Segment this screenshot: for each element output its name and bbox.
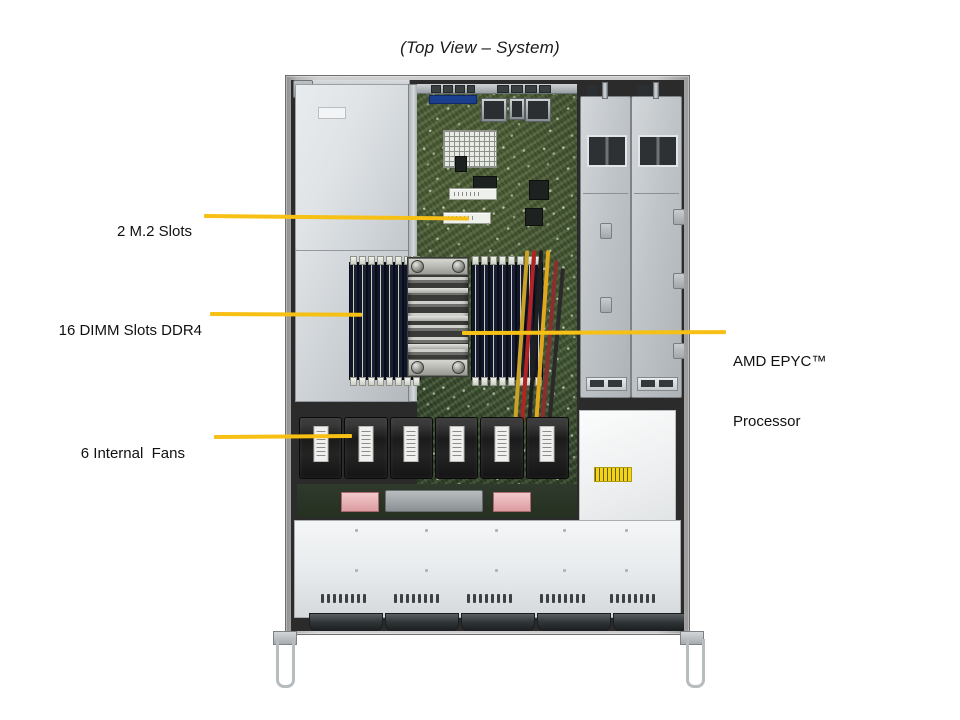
controller-chip-2 [525,208,543,226]
pcie-riser-shroud [295,84,410,251]
drive-bay-3 [461,613,535,631]
warning-sticker [594,467,632,482]
lan-port-stack [509,98,525,120]
heatsink-screw-tl [411,260,424,273]
m2-slot-1 [449,188,497,200]
vga-connector [429,95,477,104]
heatsink-screw-bl [411,361,424,374]
callout-label-m2: 2 M.2 Slots [0,202,192,263]
psu-connector-1 [586,377,627,391]
drive-backplane [297,484,577,518]
diagram-title: (Top View – System) [400,38,560,57]
psu-latch-1b[interactable] [600,297,612,313]
psu-exhaust-vent-2 [638,135,678,167]
bmc-heatsink-grid [443,130,497,168]
callout-label-cpu: AMD EPYC™ Processor [733,311,953,473]
callout-label-dimm: 16 DIMM Slots DDR4 [0,301,202,362]
cpu-heatsink [407,257,469,377]
drive-bay-vents-2 [394,594,439,603]
drive-bay-vents-4 [540,594,585,603]
dimm-bank-right [471,256,543,386]
callout-text-dimm: 16 DIMM Slots DDR4 [58,322,202,340]
internal-fan-1 [299,417,343,479]
lan-port-secondary [525,98,551,122]
psu-latch-2c[interactable] [673,343,684,359]
fan-wall [299,417,569,479]
internal-fan-2 [344,417,388,479]
rear-io-shield [417,84,577,94]
callout-text-cpu-line2: Processor [733,413,801,431]
capacitor-cluster [455,156,467,172]
heatsink-screw-tr [452,260,465,273]
psu-latch-1[interactable] [600,223,612,239]
backplane-connector-left [341,492,379,512]
chassis-interior [291,80,684,631]
psu-distribution-shroud [579,410,676,532]
drive-bay-5 [613,613,684,631]
power-supply-bay [579,82,684,412]
drive-bay-vents-1 [321,594,366,603]
front-panel-plate [294,520,684,631]
internal-fan-3 [389,417,433,479]
callout-text-fans: 6 Internal Fans [80,445,185,463]
controller-chip [529,180,549,200]
internal-fan-5 [480,417,524,479]
internal-fan-6 [525,417,569,479]
heatsink-screw-br [452,361,465,374]
drive-bay-4 [537,613,611,631]
psu-latch-2[interactable] [673,209,684,225]
psu-handle-2[interactable] [637,82,675,99]
drive-bay-2 [385,613,459,631]
drive-bay-vents-5 [610,594,655,603]
backplane-bridge [385,490,483,512]
callout-text-cpu-line1: AMD EPYC™ [733,352,827,370]
drive-bay-vents-3 [467,594,512,603]
power-cable-harness [513,250,571,430]
usb-port-stack [481,98,507,122]
server-chassis [273,75,705,688]
psu-latch-2b[interactable] [673,273,684,289]
psu-exhaust-vent-1 [587,135,627,167]
rack-ear-handle-left [273,631,297,688]
psu-connector-2 [637,377,678,391]
leader-line-dimm [209,312,363,317]
callout-label-fans: 6 Internal Fans [0,424,185,485]
drive-bay-1 [309,613,383,631]
callout-text-m2: 2 M.2 Slots [116,223,192,241]
rack-ear-handle-right [680,631,705,688]
psu-handle-1[interactable] [586,82,624,99]
backplane-connector-right [493,492,531,512]
power-supply-module-1 [580,82,631,398]
power-supply-module-2 [631,82,684,398]
internal-fan-4 [434,417,479,479]
